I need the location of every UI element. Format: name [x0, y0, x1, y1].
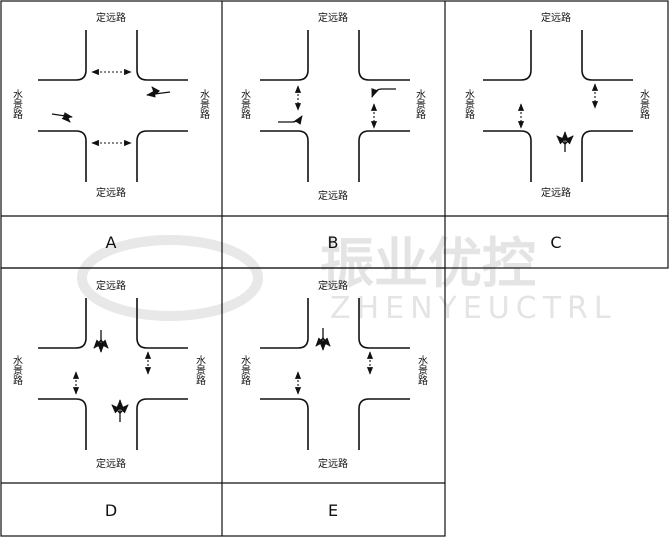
svg-text:水: 水 [13, 89, 23, 101]
svg-text:水: 水 [241, 89, 251, 101]
svg-text:路: 路 [196, 374, 206, 387]
flow-west-straight-right [51, 112, 73, 123]
svg-text:景: 景 [640, 99, 650, 111]
phase-label-b: B [328, 233, 339, 252]
svg-text:水: 水 [196, 355, 206, 367]
flow-south-all-directions [556, 131, 574, 152]
panel-d: 定远路 定远路 水 景 路 水 景 路 [13, 279, 206, 470]
svg-text:水: 水 [640, 89, 650, 101]
road-edges [38, 298, 188, 450]
road-label-east: 水 景 路 [196, 355, 206, 387]
svg-text:路: 路 [640, 108, 650, 121]
svg-text:路: 路 [200, 108, 210, 121]
svg-text:景: 景 [13, 365, 23, 377]
road-edges [483, 30, 633, 182]
road-label-south: 定远路 [318, 189, 348, 202]
watermark-en: ZHENYEUCTRL [330, 291, 617, 326]
svg-text:路: 路 [13, 108, 23, 121]
svg-text:水: 水 [241, 355, 251, 367]
road-label-east: 水 景 路 [418, 355, 428, 387]
phase-label-c: C [550, 233, 561, 252]
svg-text:景: 景 [416, 99, 426, 111]
road-label-east: 水 景 路 [640, 89, 650, 121]
svg-text:路: 路 [241, 374, 251, 387]
road-label-west: 水 景 路 [241, 89, 251, 121]
panel-a: 定远路 定远路 水 景 路 水 景 路 [13, 11, 210, 199]
flow-west-left-turn [278, 115, 303, 125]
road-label-south: 定远路 [541, 186, 571, 199]
road-label-south: 定远路 [318, 457, 348, 470]
svg-text:水: 水 [416, 89, 426, 101]
road-label-north: 定远路 [318, 279, 348, 292]
flow-north-all-directions [315, 328, 331, 351]
panel-c: 定远路 定远路 水 景 路 水 景 路 [465, 11, 650, 199]
panel-b: 定远路 定远路 水 景 路 水 景 路 [241, 11, 426, 202]
svg-text:水: 水 [465, 89, 475, 101]
svg-text:路: 路 [465, 108, 475, 121]
watermark: 振业优控 ZHENYEUCTRL [77, 232, 617, 326]
svg-text:景: 景 [465, 99, 475, 111]
road-label-south: 定远路 [96, 186, 126, 199]
svg-text:路: 路 [418, 374, 428, 387]
svg-text:景: 景 [418, 365, 428, 377]
flow-south-all-directions [111, 399, 129, 422]
road-edges [260, 30, 410, 182]
flow-north-all-directions [93, 330, 109, 353]
road-label-north: 定远路 [541, 11, 571, 24]
road-label-north: 定远路 [318, 11, 348, 24]
watermark-logo [77, 235, 263, 321]
flow-east-straight-right [146, 86, 171, 98]
svg-text:景: 景 [241, 365, 251, 377]
svg-text:景: 景 [200, 99, 210, 111]
phase-label-a: A [106, 233, 117, 252]
flow-east-left-turn [371, 88, 396, 98]
road-label-west: 水 景 路 [465, 89, 475, 121]
phase-label-e: E [328, 501, 338, 520]
road-label-west: 水 景 路 [13, 355, 23, 387]
watermark-cn: 振业优控 [320, 232, 536, 295]
svg-text:水: 水 [200, 89, 210, 101]
road-label-west: 水 景 路 [241, 355, 251, 387]
svg-text:水: 水 [13, 355, 23, 367]
svg-text:景: 景 [13, 99, 23, 111]
road-edges [38, 30, 188, 182]
road-label-south: 定远路 [96, 457, 126, 470]
road-label-east: 水 景 路 [200, 89, 210, 121]
phase-label-d: D [105, 501, 117, 520]
road-label-north: 定远路 [96, 279, 126, 292]
svg-text:路: 路 [13, 374, 23, 387]
svg-text:景: 景 [241, 99, 251, 111]
road-edges [260, 298, 410, 450]
svg-text:路: 路 [241, 108, 251, 121]
panel-e: 定远路 定远路 水 景 路 水 景 路 [241, 279, 428, 470]
svg-text:路: 路 [416, 108, 426, 121]
road-label-east: 水 景 路 [416, 89, 426, 121]
svg-text:水: 水 [418, 355, 428, 367]
svg-text:景: 景 [196, 365, 206, 377]
road-label-west: 水 景 路 [13, 89, 23, 121]
road-label-north: 定远路 [96, 11, 126, 24]
